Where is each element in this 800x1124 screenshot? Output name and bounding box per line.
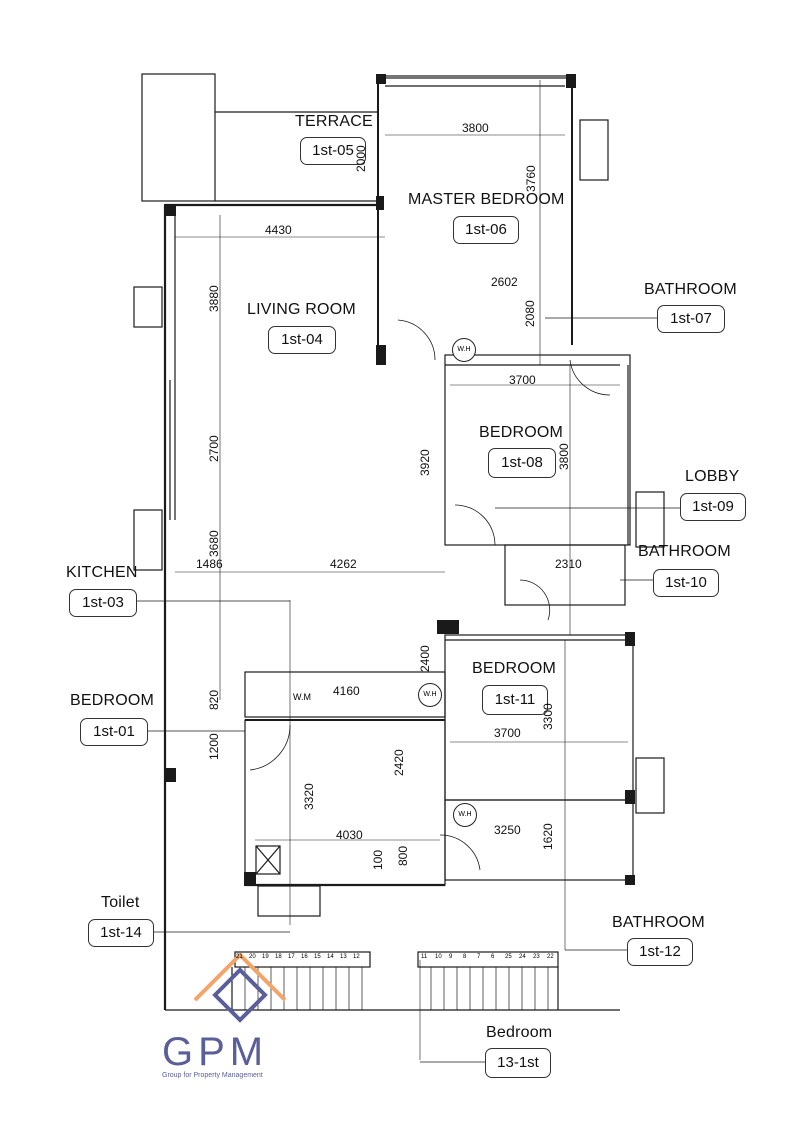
stair-number-right-9: 22: [547, 954, 554, 960]
room-name-bathroom-07: BATHROOM: [644, 281, 737, 298]
logo-icon: [193, 952, 287, 1023]
stair-number-left-6: 15: [314, 954, 321, 960]
room-name-bedroom-13: Bedroom: [486, 1024, 553, 1041]
water-heater-1: W.H: [452, 338, 476, 362]
dim-wall-100: 100: [371, 849, 385, 870]
stair-number-left-7: 14: [327, 954, 334, 960]
stair-numbers-right: 11 10 9 8 7 6 25 24 23 22: [421, 954, 555, 960]
dim-bed08-width: 3700: [509, 373, 536, 387]
dim-bed01-depth-a: 2420: [392, 749, 406, 776]
room-tag-bedroom-11: 1st-11: [482, 685, 548, 715]
dim-bed01-offset: 1200: [207, 733, 221, 760]
room-name-bedroom-08: BEDROOM: [479, 424, 564, 441]
stair-number-left-8: 13: [340, 954, 347, 960]
dim-lobby-depth: 3800: [557, 443, 571, 470]
room-name-master-bedroom: MASTER BEDROOM: [408, 191, 565, 208]
stair-number-left-9: 12: [353, 954, 360, 960]
dim-living-depth-c: 3680: [207, 530, 221, 557]
dim-kitchen-depth: 2400: [418, 645, 432, 672]
dim-bed01-depth-b: 3320: [302, 783, 316, 810]
stair-number-left-4: 17: [288, 954, 295, 960]
dim-master-depth: 3760: [524, 165, 538, 192]
dim-bath10-width: 2310: [555, 557, 582, 571]
room-tag-bathroom-07: 1st-07: [657, 305, 725, 333]
room-tag-bedroom-01: 1st-01: [80, 718, 148, 746]
dim-kitchen-width: 4262: [330, 557, 357, 571]
stair-number-right-6: 25: [505, 954, 512, 960]
room-tag-bathroom-12: 1st-12: [627, 938, 693, 966]
stair-number-left-3: 18: [275, 954, 282, 960]
stair-number-right-7: 24: [519, 954, 526, 960]
stair-number-right-5: 6: [491, 954, 495, 960]
stair-number-right-8: 23: [533, 954, 540, 960]
stair-number-right-3: 8: [463, 954, 467, 960]
planter: [141, 73, 216, 202]
stair-number-left-2: 19: [262, 954, 269, 960]
logo-name: GPM: [162, 1030, 269, 1074]
dim-living-width: 4430: [265, 223, 292, 237]
stair-number-left-1: 20: [249, 954, 256, 960]
room-name-terrace: TERRACE: [295, 113, 373, 130]
stair-number-right-2: 9: [449, 954, 453, 960]
room-tag-bedroom-08: 1st-08: [488, 448, 556, 478]
dim-living-depth-a: 3880: [207, 285, 221, 312]
dim-bed11-depth: 3300: [541, 703, 555, 730]
dim-counter-depth: 820: [207, 689, 221, 710]
stair-number-right-1: 10: [435, 954, 442, 960]
stair-number-right-4: 7: [477, 954, 481, 960]
washing-machine: W.M: [293, 692, 311, 702]
room-tag-toilet: 1st-14: [88, 919, 154, 947]
room-tag-lobby: 1st-09: [680, 493, 746, 521]
water-heater-2: W.H: [418, 683, 442, 707]
dim-wall-800: 800: [396, 845, 410, 866]
room-name-toilet: Toilet: [101, 894, 140, 911]
dim-master-width: 3800: [462, 121, 489, 135]
water-heater-3: W.H: [453, 803, 477, 827]
room-name-lobby: LOBBY: [685, 468, 740, 485]
room-tag-bedroom-13: 13-1st: [485, 1048, 551, 1078]
dim-bed01-width: 4030: [336, 828, 363, 842]
room-name-bathroom-10: BATHROOM: [638, 543, 731, 560]
room-name-bathroom-12: BATHROOM: [612, 914, 705, 931]
stair-number-left-0: 21: [236, 954, 243, 960]
room-name-kitchen: KITCHEN: [66, 564, 138, 581]
room-name-bedroom-01: BEDROOM: [70, 692, 155, 709]
dim-bath07-width: 2602: [491, 275, 518, 289]
stair-number-left-5: 16: [301, 954, 308, 960]
dim-kitchen-offset: 1486: [196, 557, 223, 571]
stair-number-right-0: 11: [421, 954, 428, 960]
dim-bath12-depth: 1620: [541, 823, 555, 850]
dim-bath07-depth: 2080: [523, 300, 537, 327]
room-tag-kitchen: 1st-03: [69, 589, 137, 617]
room-name-bedroom-11: BEDROOM: [472, 660, 557, 677]
dim-bed08-depth: 3920: [418, 449, 432, 476]
dim-bath12-width: 3250: [494, 823, 521, 837]
logo-tagline: Group for Property Management: [162, 1072, 263, 1079]
room-tag-bathroom-10: 1st-10: [653, 569, 719, 597]
dim-counter-width: 4160: [333, 684, 360, 698]
room-tag-terrace: 1st-05: [300, 137, 366, 165]
stair-numbers-left: 21 20 19 18 17 16 15 14 13 12: [236, 954, 361, 960]
dim-bed11-width: 3700: [494, 726, 521, 740]
room-tag-master-bedroom: 1st-06: [453, 216, 519, 244]
room-tag-living-room: 1st-04: [268, 326, 336, 354]
dim-living-depth-b: 2700: [207, 435, 221, 462]
room-name-living-room: LIVING ROOM: [247, 301, 356, 318]
dim-terrace-depth: 2000: [354, 145, 368, 172]
